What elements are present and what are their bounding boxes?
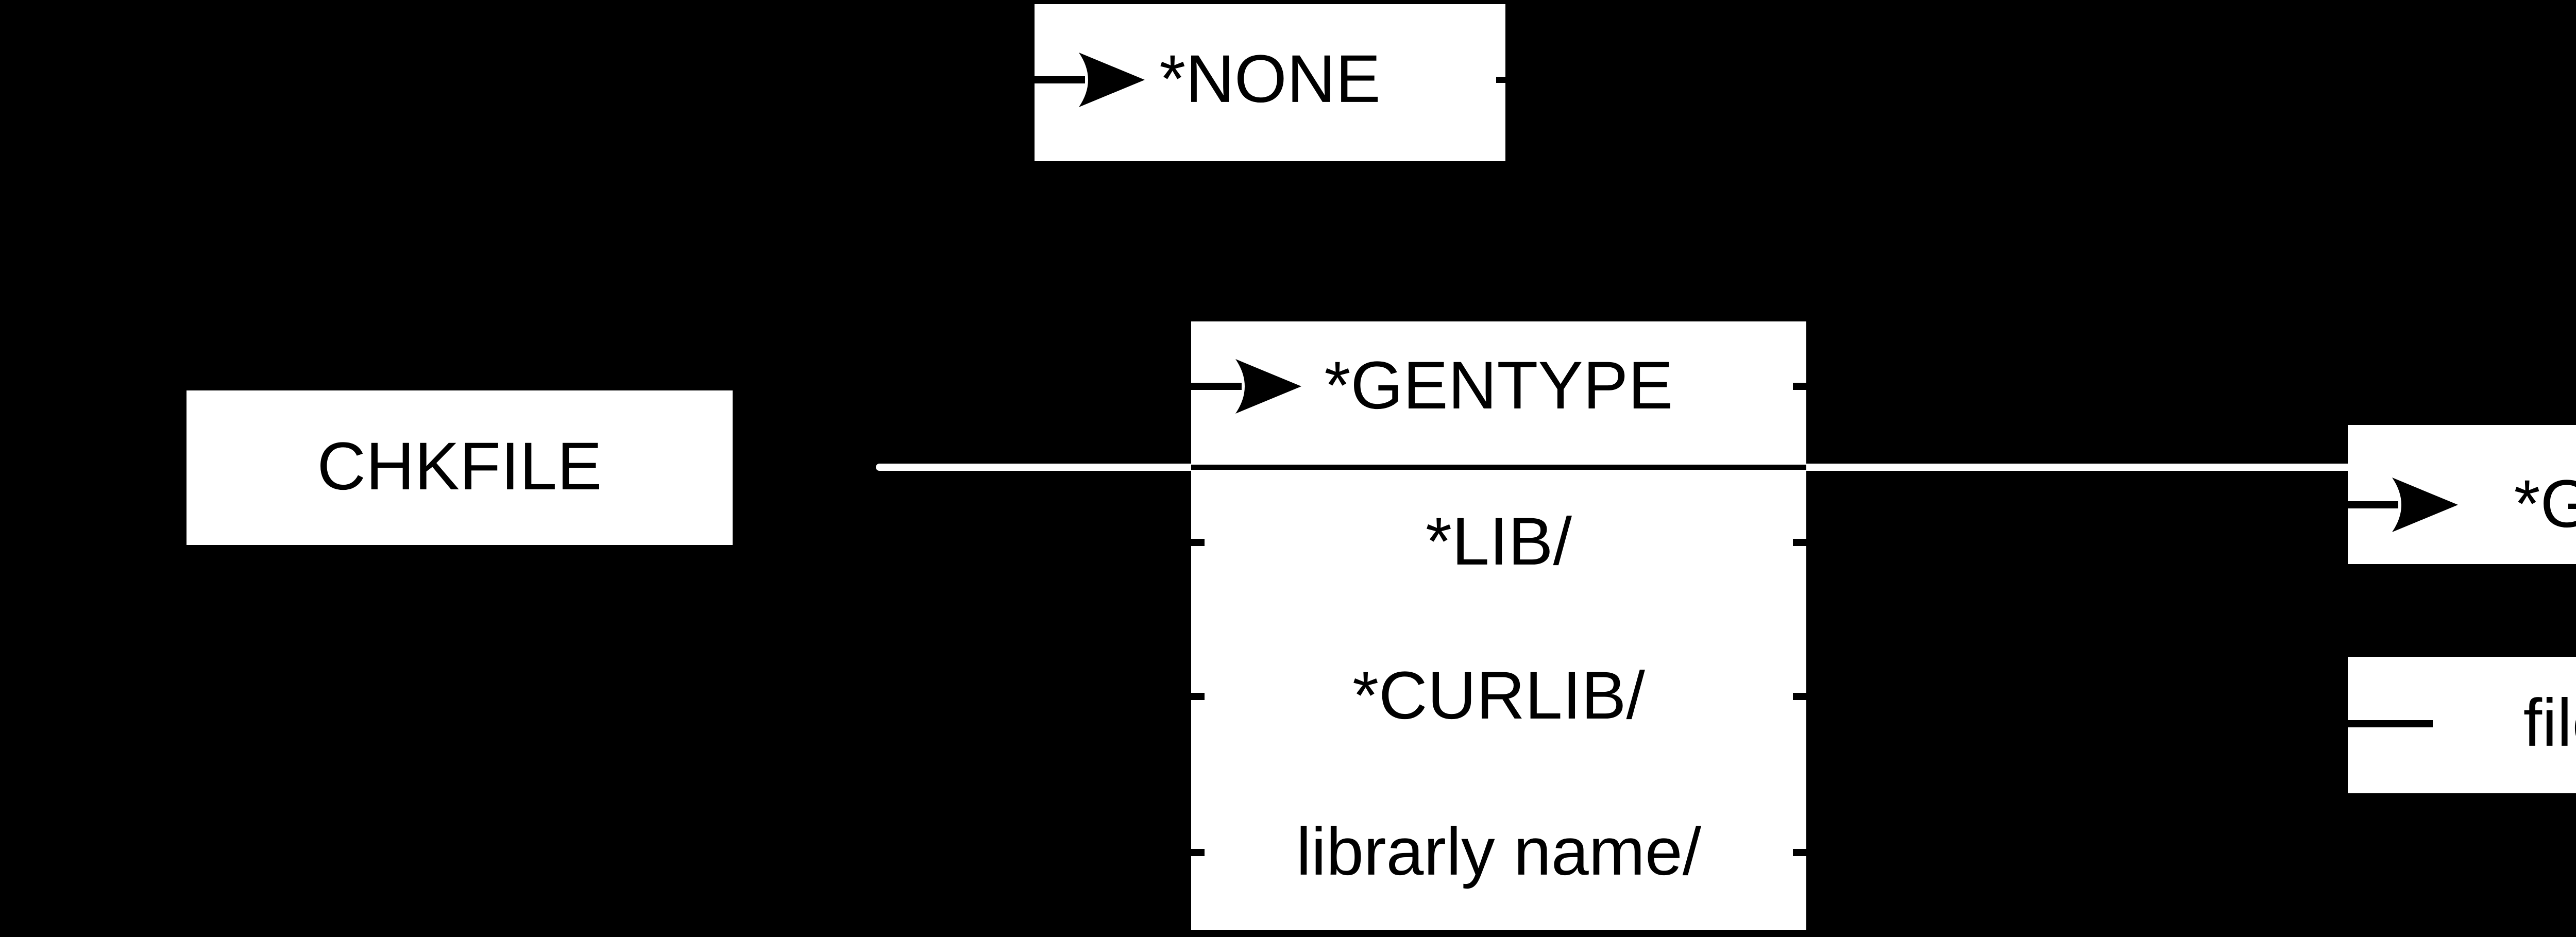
connector-tick bbox=[1793, 693, 1806, 700]
right-arrow-icon bbox=[2348, 478, 2458, 532]
connector-tick bbox=[1191, 849, 1205, 856]
connector-stub bbox=[2348, 720, 2433, 727]
right-arrow-icon bbox=[1191, 359, 1301, 414]
connector-tick bbox=[1191, 539, 1205, 546]
connector-tick bbox=[1793, 849, 1806, 856]
file-name-label: file name bbox=[2523, 684, 2576, 760]
option-lib-label: *LIB/ bbox=[1425, 503, 1572, 579]
trunk-line-middle bbox=[1806, 464, 2348, 471]
option-gentype-label: *GENTYPE bbox=[1324, 347, 1673, 423]
connector-tick bbox=[1793, 383, 1806, 390]
trunk-line-through-box bbox=[1191, 465, 1806, 470]
option-library-name-label: librarly name/ bbox=[1296, 813, 1702, 889]
library-options-box: *GENTYPE *LIB/ *CURLIB/ librarly name/ bbox=[1191, 321, 1806, 930]
connector-tick bbox=[1496, 77, 1505, 83]
genlib-label: *GENLIB/ bbox=[2514, 465, 2576, 541]
option-curlib-label: *CURLIB/ bbox=[1352, 657, 1645, 733]
trunk-line-left bbox=[876, 464, 1191, 471]
command-box: CHKFILE bbox=[187, 390, 733, 545]
file-name-box: file name bbox=[2348, 657, 2576, 793]
connector-tick bbox=[1191, 693, 1205, 700]
command-label: CHKFILE bbox=[317, 428, 602, 504]
none-branch-label: *NONE bbox=[1159, 40, 1381, 116]
none-branch-box: *NONE bbox=[1035, 4, 1505, 161]
genlib-box: *GENLIB/ bbox=[2348, 425, 2576, 564]
connector-tick bbox=[1793, 539, 1806, 546]
right-arrow-icon bbox=[1035, 53, 1145, 107]
